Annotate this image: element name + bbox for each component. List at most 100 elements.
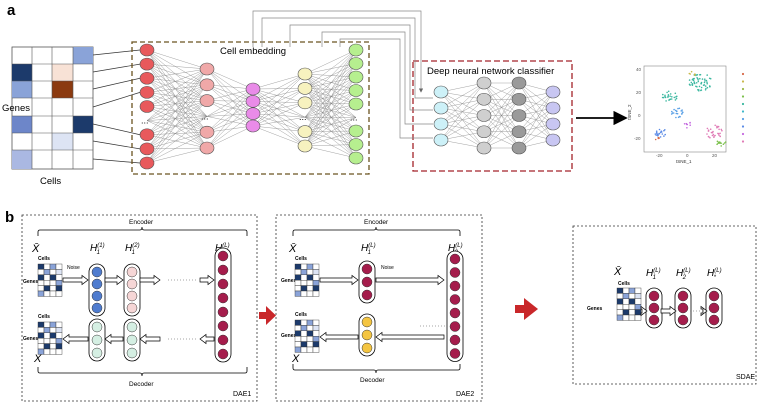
matrix-cell — [55, 280, 63, 286]
matrix-cell — [306, 346, 314, 353]
edge-line — [146, 68, 208, 107]
network-node — [545, 85, 561, 99]
edge-line — [252, 88, 306, 147]
edge-line — [304, 131, 357, 159]
network-node — [217, 278, 229, 290]
tsne-point — [711, 134, 714, 137]
edge-line — [304, 49, 357, 75]
h-base: H — [90, 243, 98, 254]
matrix-cell — [628, 304, 636, 310]
edge-line — [252, 88, 306, 114]
matrix-cell — [306, 280, 314, 286]
h-superscript: (L) — [455, 243, 462, 249]
tsne-point — [704, 78, 706, 80]
edge-line — [304, 88, 357, 159]
matrix-cell — [300, 280, 308, 286]
network-node — [449, 307, 461, 319]
edge-line — [518, 107, 554, 149]
edge-line — [252, 88, 306, 103]
edge-line — [304, 88, 357, 132]
network-node — [545, 101, 561, 115]
tsne-point — [722, 143, 725, 145]
tsne-point — [677, 116, 680, 119]
h-base: H — [361, 243, 369, 254]
network-edges — [146, 49, 554, 164]
edge-line — [252, 88, 306, 132]
connector-line — [92, 92, 141, 108]
tsne-point — [719, 132, 721, 135]
network-node — [433, 133, 449, 147]
connector-line — [92, 158, 141, 164]
network-node — [91, 334, 103, 346]
tsne-point — [688, 79, 691, 81]
tsne-point — [700, 86, 703, 89]
classifier-box — [412, 60, 573, 172]
matrix-connectors — [92, 49, 141, 164]
tsne-point — [701, 78, 704, 80]
h-label: H(2)1 — [125, 243, 140, 256]
matrix-cell — [312, 346, 320, 353]
network-node — [126, 266, 138, 278]
tsne-point — [718, 128, 720, 131]
tsne-plot: tSNE_2 tSNE_1 -20 0 20 40 20 0 -20 — [627, 65, 745, 164]
x-label: X — [33, 353, 42, 365]
matrix-cell — [37, 290, 45, 297]
hollow-arrow — [199, 274, 215, 286]
network-node — [545, 117, 561, 131]
matrix-cell — [43, 263, 51, 270]
edge-line — [440, 139, 485, 149]
tsne-point — [695, 82, 698, 84]
tsne-point — [704, 80, 706, 82]
tsne-point — [664, 96, 667, 99]
matrix-cell — [37, 263, 45, 270]
edge-line — [252, 102, 306, 127]
hollow-arrow — [139, 274, 161, 286]
edge-line — [146, 84, 208, 93]
panel-b-label: b — [5, 209, 14, 226]
edge-line — [146, 78, 208, 133]
edge-line — [304, 88, 357, 145]
tsne-point — [690, 70, 693, 73]
tsne-xtick: 0 — [686, 153, 689, 158]
edge-line — [483, 82, 520, 116]
tsne-point — [664, 129, 666, 131]
network-node — [297, 67, 313, 81]
x-label: X — [291, 353, 300, 365]
matrix-cell — [634, 314, 642, 321]
matrix-cell — [55, 343, 63, 350]
tsne-point — [659, 131, 662, 134]
tsne-point — [706, 133, 708, 135]
edge-line — [206, 88, 254, 149]
network-node — [139, 86, 155, 99]
decoder-label-dae2: Decoder — [360, 377, 385, 384]
edge-line — [146, 116, 208, 135]
genes-label: Genes — [281, 278, 297, 284]
dae2-title: DAE2 — [456, 391, 474, 398]
tsne-point — [699, 77, 701, 80]
edge-line — [206, 113, 254, 149]
edge-line — [146, 106, 208, 117]
matrix-cell — [55, 348, 63, 355]
matrix-cell — [294, 319, 302, 326]
edge-line — [252, 113, 306, 132]
edge-line — [304, 130, 357, 147]
edge-line — [146, 68, 208, 79]
tsne-point — [719, 141, 721, 143]
edge-line — [146, 132, 208, 164]
network-node — [511, 125, 527, 139]
tsne-point — [709, 86, 711, 88]
edge-line — [304, 76, 357, 147]
edge-line — [304, 90, 357, 103]
tsne-point — [678, 107, 681, 110]
edge-line — [146, 64, 208, 133]
network-node — [217, 320, 229, 332]
matrix-cell — [37, 274, 45, 281]
edge-line — [146, 84, 208, 107]
tsne-point — [692, 78, 694, 80]
tsne-point — [674, 92, 677, 95]
matrix-cell — [43, 321, 51, 328]
edge-line — [206, 101, 254, 117]
h-subscript: * — [714, 275, 717, 281]
edge-line — [304, 102, 357, 118]
